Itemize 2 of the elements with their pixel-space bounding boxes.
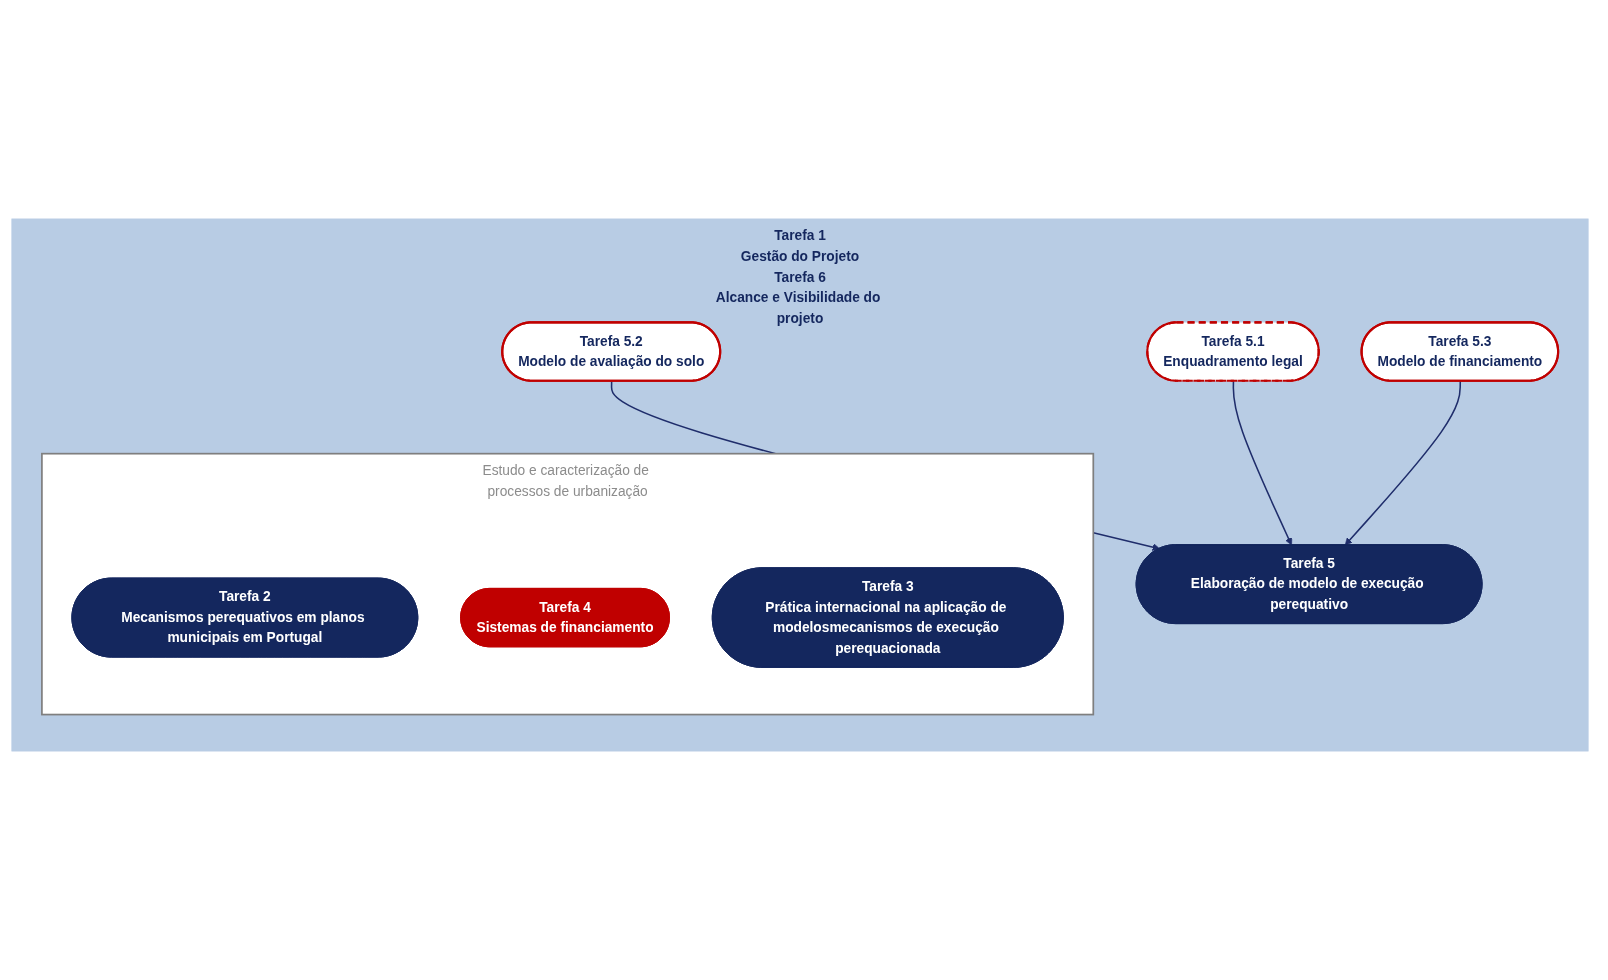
arrow	[1344, 380, 1462, 546]
arrow	[1232, 380, 1293, 546]
